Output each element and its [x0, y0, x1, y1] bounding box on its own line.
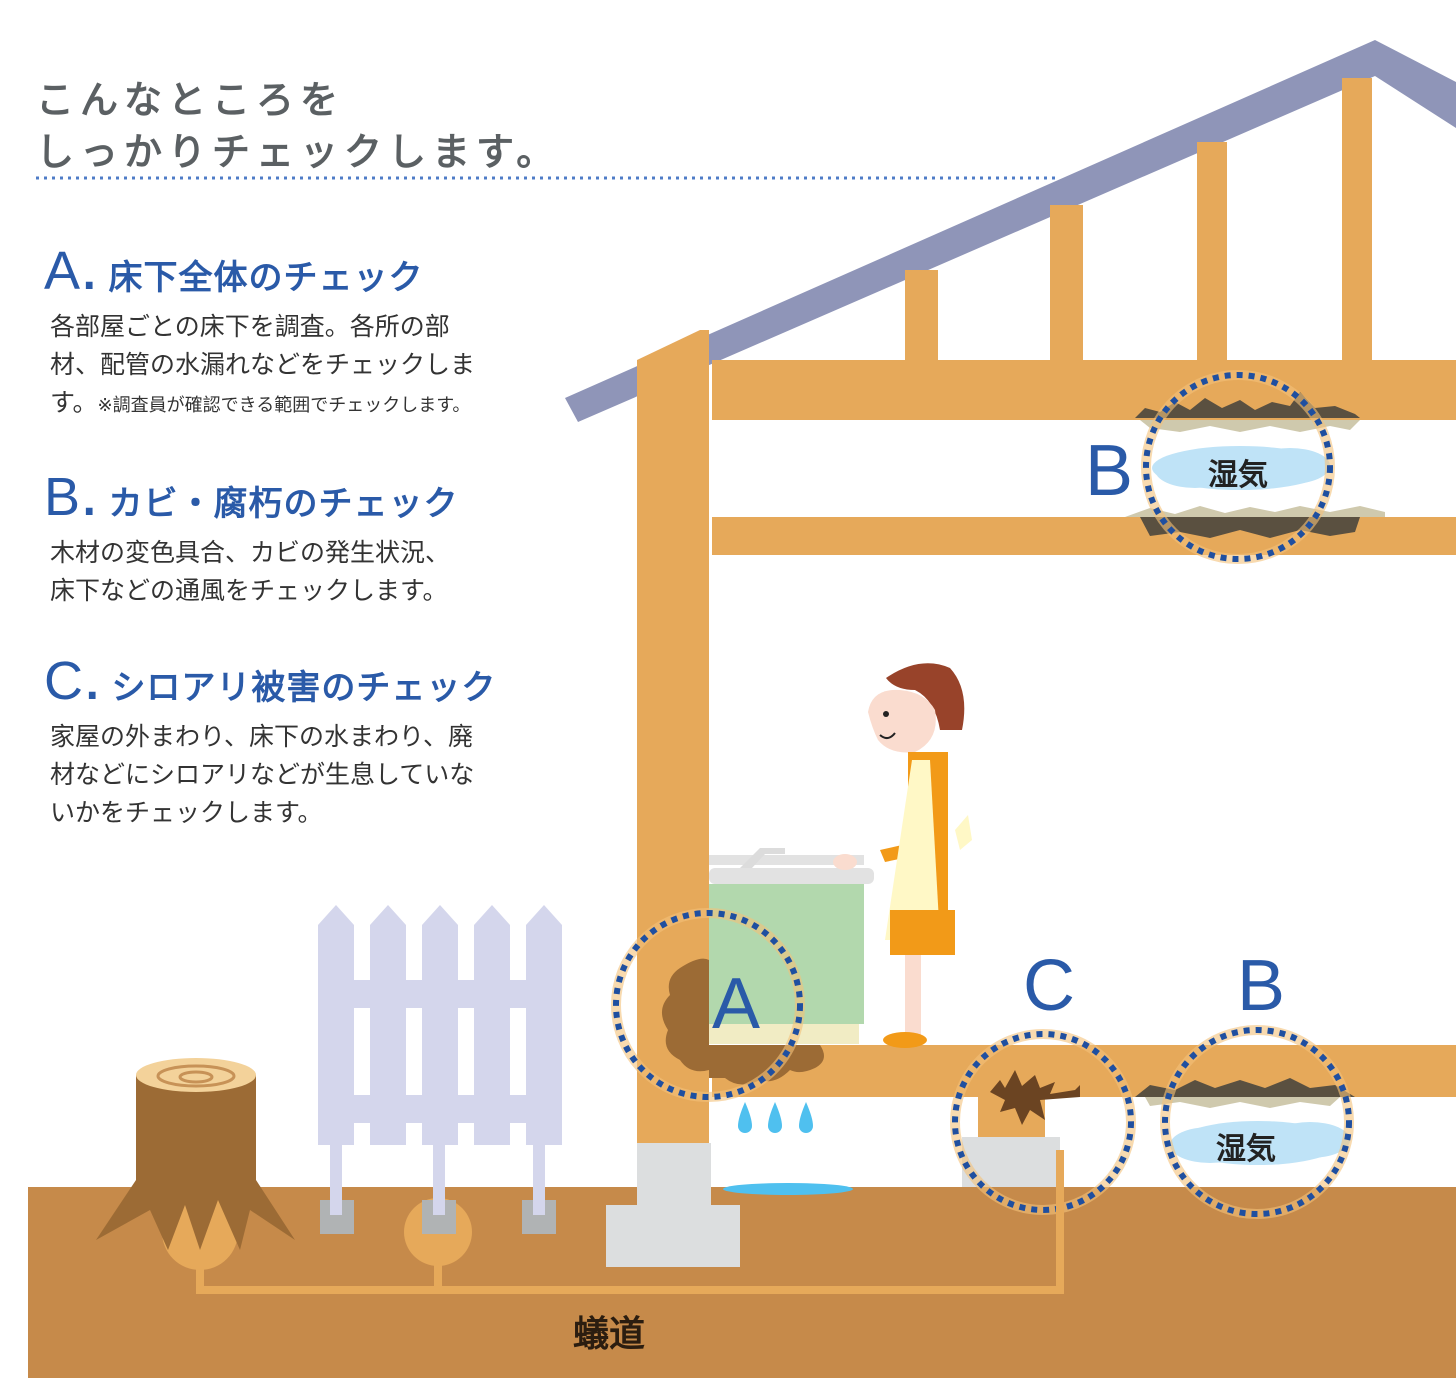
inspection-circle-c	[952, 1031, 1134, 1213]
section-a-note: ※調査員が確認できる範囲でチェックします。	[97, 395, 471, 416]
label-b-upper: B	[1085, 431, 1134, 511]
termite-damage-c	[962, 1070, 1080, 1187]
section-c: C. シロアリ被害のチェック 家屋の外まわり、床下の水まわり、廃 材などにシロア…	[44, 650, 550, 832]
mold-lower	[1135, 1078, 1355, 1165]
headline: こんなところを しっかりチェックします。	[36, 74, 560, 178]
inspection-circle-b-lower	[1162, 1027, 1352, 1217]
section-a-letter: A	[44, 241, 81, 301]
section-a: A. 床下全体のチェック 各部屋ごとの床下を調査。各所の部 材、配管の水漏れなど…	[44, 240, 550, 425]
kitchen-sink-icon	[709, 848, 874, 1044]
ant-tunnel	[196, 1150, 1064, 1294]
mold-upper	[1125, 392, 1385, 538]
headline-line-1: こんなところを	[36, 78, 345, 122]
label-a: A	[712, 964, 761, 1044]
inspection-circle-b-upper	[1143, 372, 1333, 562]
section-a-title: A. 床下全体のチェック	[44, 241, 424, 301]
label-b-lower: B	[1237, 946, 1286, 1026]
roof-icon	[565, 40, 1456, 422]
inspection-circle-a	[613, 910, 803, 1100]
section-c-title: C. シロアリ被害のチェック	[44, 651, 497, 711]
section-b-title: B. カビ・腐朽のチェック	[44, 467, 459, 527]
headline-line-2: しっかりチェックします。	[36, 130, 561, 174]
section-c-body: 家屋の外まわり、床下の水まわり、廃 材などにシロアリなどが生息していな いかをチ…	[50, 722, 475, 827]
section-a-heading: 床下全体のチェック	[108, 258, 424, 298]
water-stain-a	[661, 958, 824, 1085]
water-drops-icon	[723, 1102, 853, 1195]
label-c: C	[1023, 946, 1075, 1026]
section-b: B. カビ・腐朽のチェック 木材の変色具合、カビの発生状況、 床下などの通風をチ…	[44, 466, 550, 610]
section-b-letter: B	[44, 467, 81, 527]
section-c-heading: シロアリ被害のチェック	[111, 668, 497, 708]
section-b-heading: カビ・腐朽のチェック	[108, 484, 459, 524]
foundation-block	[606, 1143, 740, 1267]
attic-studs	[905, 78, 1372, 360]
woman-figure-icon	[833, 663, 972, 1048]
section-b-body: 木材の変色具合、カビの発生状況、 床下などの通風をチェックします。	[50, 538, 451, 605]
section-c-letter: C	[44, 651, 83, 711]
section-a-body: 各部屋ごとの床下を調査。各所の部 材、配管の水漏れなどをチェックしま す。※調査…	[50, 312, 476, 417]
ant-path-label: 蟻道	[573, 1314, 646, 1355]
tree-stump-icon	[96, 1058, 295, 1250]
moisture-label-lower: 湿気	[1216, 1132, 1276, 1167]
moisture-label-upper: 湿気	[1208, 458, 1268, 493]
